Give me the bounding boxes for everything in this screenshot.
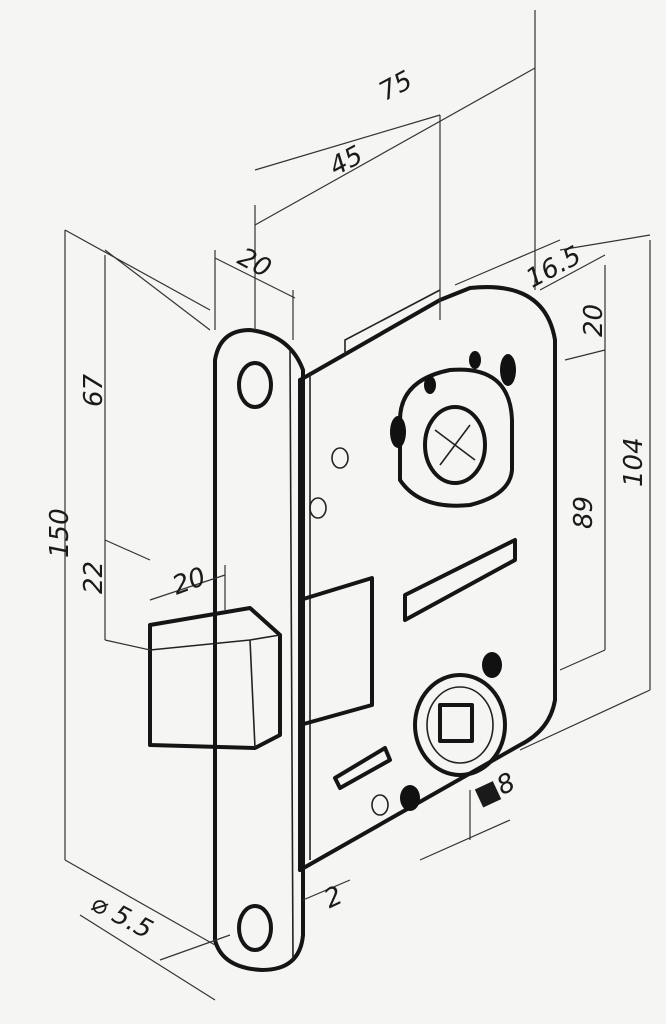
dim-20-faceplate-label: 20	[233, 242, 276, 284]
follower-hub	[309, 351, 516, 519]
dim-22-label: 22	[79, 561, 109, 594]
dim-20-top-label: 20	[579, 304, 609, 337]
dim-16-5-label: 16.5	[521, 241, 586, 295]
dim-2-label: 2	[320, 881, 348, 915]
lock-case	[298, 285, 557, 872]
latch-bolt	[148, 606, 282, 750]
dim-150-label: 150	[45, 508, 75, 558]
dim-75-label: 75	[374, 65, 417, 107]
case-slot	[403, 538, 517, 622]
dim-104-label: 104	[619, 437, 649, 487]
dimension-lines	[64, 10, 651, 1001]
faceplate	[213, 328, 305, 972]
dim-45-label: 45	[325, 140, 368, 182]
dim-5-5-label: ⌀ 5.5	[86, 888, 158, 945]
dim-square-8-label: ■8	[470, 767, 520, 812]
latch-housing	[298, 576, 374, 727]
dim-89-label: 89	[569, 496, 599, 529]
dim-67-label: 67	[79, 373, 109, 407]
lower-spindle-hub	[333, 652, 507, 816]
dim-20-latch-label: 20	[169, 562, 210, 602]
